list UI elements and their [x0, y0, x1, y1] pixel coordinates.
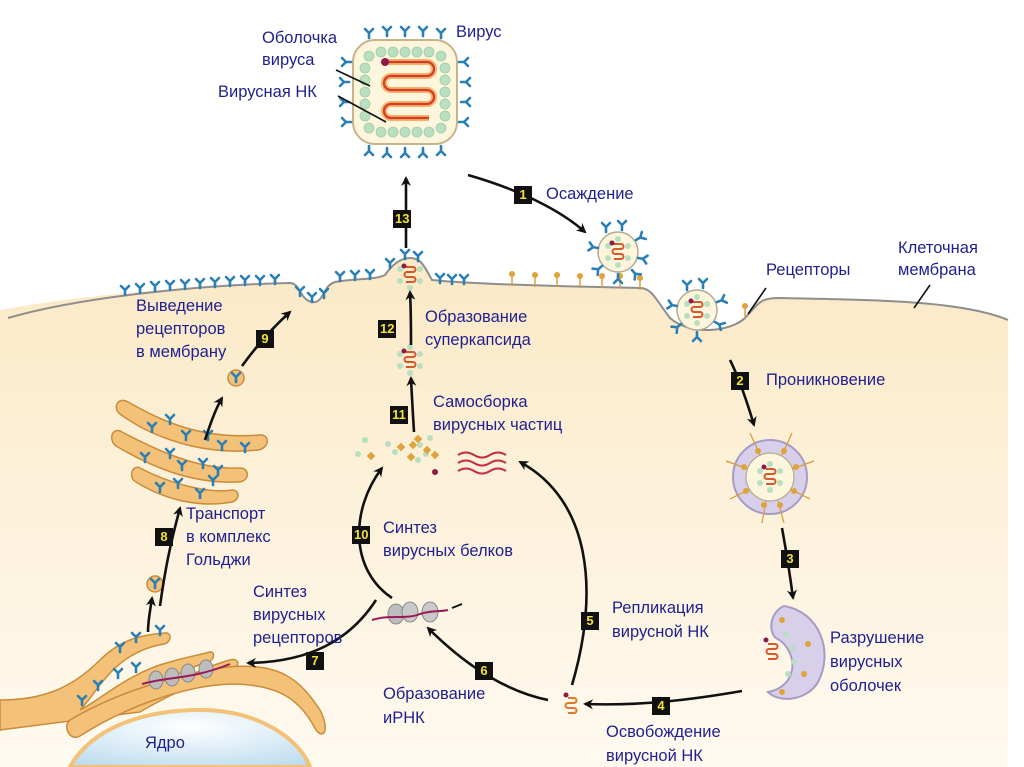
step-8-label-line3: Гольджи	[186, 551, 251, 569]
arrow-step-8	[158, 506, 183, 607]
virus-docking	[666, 277, 729, 343]
step-9-label-line3: в мембрану	[136, 343, 227, 361]
step-4-label-line2: вирусной НК	[606, 747, 703, 765]
step-8-label-line2: в комплекс	[186, 528, 271, 546]
step-badge-13: 13	[393, 210, 412, 228]
uncoating-shell	[763, 604, 826, 700]
step-10-label-line2: вирусных белков	[383, 542, 513, 560]
leader-cell-membrane	[913, 284, 931, 309]
step-badge-1: 1	[514, 186, 532, 204]
step-7-label-line3: рецепторов	[253, 629, 343, 647]
step-1-label: Осаждение	[546, 185, 634, 203]
step-5-label-line2: вирусной НК	[612, 623, 709, 641]
step-badge-12: 12	[378, 320, 397, 338]
step-9-label-line1: Выведение	[136, 297, 223, 315]
cytoplasm	[0, 258, 1008, 767]
nucleus	[67, 707, 313, 767]
endosome-with-virus	[725, 432, 815, 524]
assembled-nucleocapsid	[397, 344, 423, 376]
step-badge-4: 4	[652, 697, 670, 715]
step-badge-6: 6	[475, 662, 493, 680]
step-badge-9: 9	[256, 330, 274, 348]
step-4-label-line1: Освобождение	[606, 723, 721, 741]
step-6-label-line2: иРНК	[383, 709, 425, 727]
step-badge-8: 8	[155, 528, 173, 546]
step-badge-2: 2	[731, 372, 749, 390]
label-cell-membrane-line1: Клеточная	[898, 239, 978, 257]
leader-viral-nk	[337, 95, 387, 123]
step-6-label-line1: Образование	[383, 685, 486, 703]
step-11-label-line1: Самосборка	[433, 393, 528, 411]
label-virus-envelope-line1: Оболочка	[262, 29, 338, 47]
step-badge-3: 3	[781, 550, 799, 568]
step-9-label-line2: рецепторов	[136, 320, 226, 338]
step-12-label-line2: суперкапсида	[425, 331, 531, 349]
label-cell-membrane-line2: мембрана	[898, 261, 976, 279]
leader-receptors	[747, 287, 767, 315]
step-10-label-line1: Синтез	[383, 519, 437, 537]
step-8-label-line1: Транспорт	[186, 505, 266, 523]
ribosomes-mrna	[371, 601, 463, 625]
step-3-label-line3: оболочек	[830, 677, 902, 695]
arrow-step-11	[406, 376, 417, 433]
virus-large	[338, 25, 472, 159]
label-virus: Вирус	[456, 23, 502, 41]
label-nucleus: Ядро	[145, 734, 185, 752]
label-viral-nk: Вирусная НК	[218, 83, 317, 101]
step-3-label-line2: вирусных	[830, 653, 903, 671]
label-receptors: Рецепторы	[766, 261, 851, 279]
golgi-apparatus	[111, 399, 268, 505]
leader-envelope	[335, 69, 371, 87]
virus-approaching	[587, 219, 649, 285]
step-7-label-line2: вирусных	[253, 606, 326, 624]
arrow-er-exit	[145, 596, 156, 633]
er-ribosomes	[141, 659, 231, 690]
transport-vesicle-upper	[227, 369, 245, 387]
step-badge-11: 11	[390, 406, 408, 424]
arrow-step-12	[405, 290, 416, 346]
step-3-label-line1: Разрушение	[830, 629, 925, 647]
released-viral-nk	[563, 692, 578, 714]
arrow-step-7	[246, 599, 378, 668]
budding-virus	[397, 263, 423, 291]
step-badge-5: 5	[581, 612, 599, 630]
transport-vesicle-lower	[146, 575, 164, 593]
step-12-label-line1: Образование	[425, 308, 528, 326]
step-11-label-line2: вирусных частиц	[433, 416, 563, 434]
process-arrows	[145, 173, 797, 710]
step-badge-7: 7	[306, 652, 324, 670]
step-7-label-line1: Синтез	[253, 583, 307, 601]
arrow-step-2	[728, 359, 757, 427]
step-badge-10: 10	[352, 526, 371, 544]
arrow-golgi-exit	[203, 396, 224, 441]
arrow-step-5	[518, 460, 588, 686]
arrow-step-1	[467, 173, 587, 234]
step-2-label: Проникновение	[766, 371, 886, 389]
label-virus-envelope-line2: вируса	[262, 51, 315, 69]
viral-protein-pool	[355, 434, 507, 475]
step-5-label-line1: Репликация	[612, 599, 704, 617]
